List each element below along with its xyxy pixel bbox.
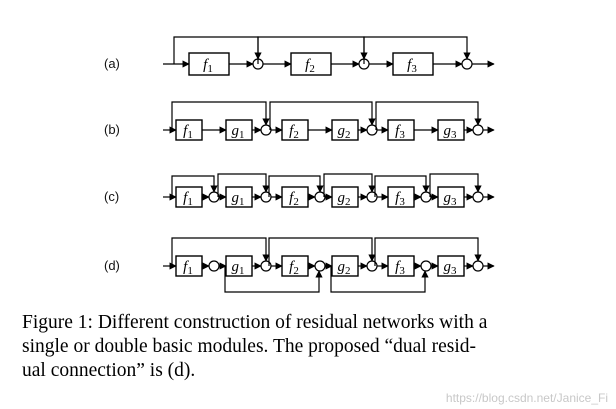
row-label: (a) xyxy=(104,56,120,71)
module-subscript: 2 xyxy=(345,265,351,277)
module-subscript: 3 xyxy=(399,129,405,141)
caption-line-2: single or double basic modules. The prop… xyxy=(22,336,476,357)
module-label: f3 xyxy=(395,123,405,141)
module-label: f2 xyxy=(289,259,299,277)
module-subscript: 3 xyxy=(451,265,457,277)
module-subscript: 2 xyxy=(345,129,351,141)
module-subscript: 1 xyxy=(187,265,193,277)
skip-connection xyxy=(268,175,324,197)
module-subscript: 3 xyxy=(451,196,457,208)
module-f1: f1 xyxy=(175,255,203,277)
module-g1: g1 xyxy=(225,255,253,277)
module-subscript: 2 xyxy=(293,265,299,277)
skip-connection xyxy=(171,175,218,197)
skip-connection xyxy=(269,101,376,130)
figure-caption: Figure 1: Different construction of resi… xyxy=(22,311,582,383)
skip-connection xyxy=(330,266,429,293)
module-g2: g2 xyxy=(331,255,359,277)
module-subscript: 2 xyxy=(293,129,299,141)
module-f3: f3 xyxy=(387,119,415,141)
skip-connection xyxy=(171,101,270,130)
skip-connection xyxy=(375,101,482,130)
row-label: (b) xyxy=(104,122,120,137)
row-b: (b) f1 g1 f2 g2 f3 g3 xyxy=(104,101,495,141)
caption-line-1: Figure 1: Different construction of resi… xyxy=(22,312,488,333)
sum-node xyxy=(472,124,484,136)
skip-connection xyxy=(224,266,323,293)
module-g3: g3 xyxy=(437,255,465,277)
skip-connection xyxy=(323,173,376,197)
module-label: f2 xyxy=(289,190,299,208)
module-f1: f1 xyxy=(175,119,203,141)
module-label: f2 xyxy=(289,123,299,141)
module-subscript: 3 xyxy=(399,265,405,277)
module-label: f1 xyxy=(183,190,193,208)
module-f3: f3 xyxy=(392,52,434,76)
module-f3: f3 xyxy=(387,255,415,277)
row-a: (a) f1 f2 f3 xyxy=(104,36,495,76)
sum-node xyxy=(472,191,484,203)
module-subscript: 2 xyxy=(309,63,315,75)
skip-connection xyxy=(374,237,482,266)
row-c: (c) f1 g1 f2 g2 f3 g3 xyxy=(104,173,495,208)
module-label: f2 xyxy=(305,57,315,75)
module-f1: f1 xyxy=(188,52,230,76)
skip-connection xyxy=(363,36,471,64)
caption-line-3: ual connection” is (d). xyxy=(22,360,196,381)
skip-connection xyxy=(217,173,270,197)
module-subscript: 1 xyxy=(187,129,193,141)
module-f3: f3 xyxy=(387,186,415,208)
module-g3: g3 xyxy=(437,119,465,141)
watermark: https://blog.csdn.net/Janice_Fi xyxy=(445,391,608,405)
module-subscript: 1 xyxy=(187,196,193,208)
module-subscript: 3 xyxy=(399,196,405,208)
skip-connection xyxy=(429,173,482,197)
module-label: f3 xyxy=(407,57,417,75)
module-subscript: 1 xyxy=(239,196,245,208)
sum-node xyxy=(208,260,220,272)
sum-node xyxy=(461,58,473,70)
module-label: f3 xyxy=(395,190,405,208)
module-label: f1 xyxy=(183,259,193,277)
module-f2: f2 xyxy=(281,119,309,141)
sum-node xyxy=(314,260,326,272)
module-subscript: 3 xyxy=(411,63,417,75)
sum-node xyxy=(472,260,484,272)
module-subscript: 1 xyxy=(207,63,213,75)
row-d: (d) f1 g1 f2 g2 f3 g3 xyxy=(104,237,495,293)
skip-connection xyxy=(374,175,430,197)
sum-node xyxy=(420,260,432,272)
module-f2: f2 xyxy=(290,52,332,76)
module-g1: g1 xyxy=(225,119,253,141)
module-f2: f2 xyxy=(281,255,309,277)
module-f2: f2 xyxy=(281,186,309,208)
module-g2: g2 xyxy=(331,186,359,208)
module-label: f1 xyxy=(203,57,213,75)
module-subscript: 3 xyxy=(451,129,457,141)
module-label: f1 xyxy=(183,123,193,141)
module-f1: f1 xyxy=(175,186,203,208)
module-g2: g2 xyxy=(331,119,359,141)
skip-connection xyxy=(171,237,270,266)
module-subscript: 1 xyxy=(239,265,245,277)
module-subscript: 2 xyxy=(293,196,299,208)
module-subscript: 1 xyxy=(239,129,245,141)
skip-connection xyxy=(268,237,376,266)
module-g1: g1 xyxy=(225,186,253,208)
module-subscript: 2 xyxy=(345,196,351,208)
row-label: (c) xyxy=(104,189,119,204)
row-label: (d) xyxy=(104,258,120,273)
module-label: f3 xyxy=(395,259,405,277)
module-g3: g3 xyxy=(437,186,465,208)
